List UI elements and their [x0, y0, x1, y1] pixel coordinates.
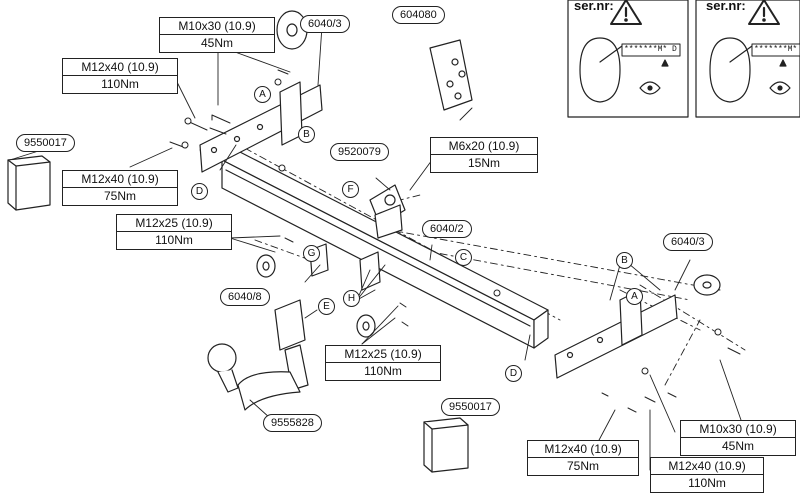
fastener-pack — [429, 39, 473, 111]
spec-torque: 110Nm — [101, 77, 139, 91]
callout-d-left: D — [191, 183, 208, 200]
part-9550017-bottom: 9550017 — [441, 398, 500, 416]
serial-code-right: *******M* E — [754, 45, 800, 54]
warning-panels — [567, 0, 800, 118]
spec-size: M12x25 (10.9) — [326, 346, 440, 363]
right-side-bracket — [554, 289, 678, 379]
spec-m10x30-top: M10x30 (10.9) 45Nm — [159, 17, 275, 53]
spec-torque: 45Nm — [200, 36, 233, 50]
serial-code-left: *******M* D — [624, 45, 677, 54]
spec-size: M10x30 (10.9) — [681, 421, 795, 438]
socket-bracket — [369, 184, 406, 239]
part-9520079: 9520079 — [330, 143, 389, 161]
spec-m12x40-110-left: M12x40 (10.9) 110Nm — [62, 58, 178, 94]
callout-a-right: A — [626, 288, 643, 305]
callout-b-left: B — [298, 126, 315, 143]
spec-torque: 75Nm — [566, 459, 599, 473]
spec-size: M10x30 (10.9) — [160, 18, 274, 35]
part-6040-3-right: 6040/3 — [663, 233, 713, 251]
serial-label-right: ser.nr: — [706, 0, 746, 13]
callout-h: H — [343, 290, 360, 307]
part-6040-2: 6040/2 — [422, 220, 472, 238]
spec-m12x40-75-left: M12x40 (10.9) 75Nm — [62, 170, 178, 206]
spec-torque: 15Nm — [467, 156, 500, 170]
callout-e: E — [318, 298, 335, 315]
spec-torque: 110Nm — [364, 364, 402, 378]
spec-m12x40-75-right: M12x40 (10.9) 75Nm — [527, 440, 639, 476]
towball-assembly — [207, 299, 309, 411]
spec-torque: 110Nm — [155, 233, 193, 247]
part-9555828: 9555828 — [263, 414, 322, 432]
callout-f: F — [342, 181, 359, 198]
spec-size: M12x40 (10.9) — [528, 441, 638, 458]
spec-size: M12x40 (10.9) — [63, 59, 177, 76]
spec-m12x25-110-top: M12x25 (10.9) 110Nm — [116, 214, 232, 250]
part-6040-8: 6040/8 — [220, 288, 270, 306]
spec-size: M6x20 (10.9) — [431, 138, 537, 155]
serial-label-left: ser.nr: — [574, 0, 614, 13]
spec-m6x20-15: M6x20 (10.9) 15Nm — [430, 137, 538, 173]
spec-m12x40-110-right: M12x40 (10.9) 110Nm — [650, 457, 764, 493]
spare-part-blocks — [7, 155, 469, 473]
bolts — [169, 69, 741, 413]
part-9550017-left: 9550017 — [16, 134, 75, 152]
callout-c: C — [455, 249, 472, 266]
spec-size: M12x25 (10.9) — [117, 215, 231, 232]
callout-d-right: D — [505, 365, 522, 382]
spec-m10x30-right: M10x30 (10.9) 45Nm — [680, 420, 796, 456]
left-side-bracket — [199, 81, 323, 173]
spec-m12x25-110-mid: M12x25 (10.9) 110Nm — [325, 345, 441, 381]
part-6040-3-top: 6040/3 — [300, 15, 350, 33]
callout-a-left: A — [254, 86, 271, 103]
callout-g: G — [303, 245, 320, 262]
crossbeam — [221, 149, 549, 349]
part-604080: 604080 — [392, 6, 445, 24]
spring-washers — [256, 254, 376, 338]
spec-torque: 45Nm — [721, 439, 754, 453]
large-washer — [693, 274, 721, 296]
spec-torque: 110Nm — [688, 476, 726, 490]
spec-size: M12x40 (10.9) — [63, 171, 177, 188]
spec-torque: 75Nm — [103, 189, 136, 203]
spec-size: M12x40 (10.9) — [651, 458, 763, 475]
callout-b-right: B — [616, 252, 633, 269]
